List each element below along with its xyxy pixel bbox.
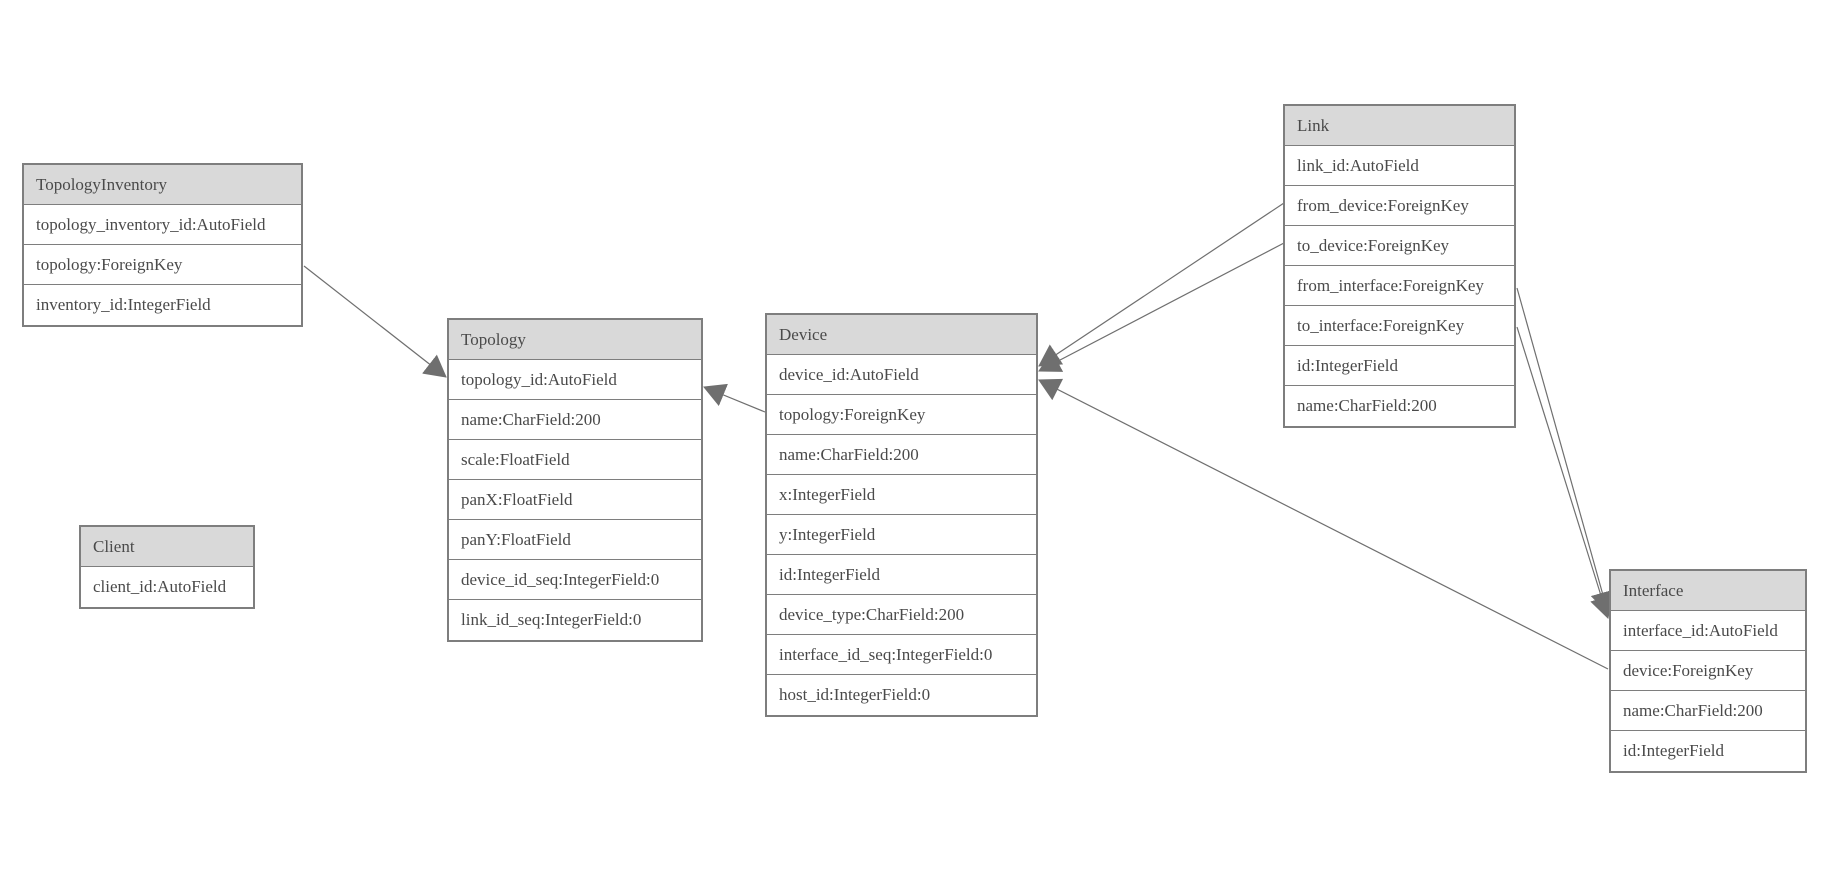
table-header: Link xyxy=(1285,106,1514,146)
edge-link-from_device-to-device xyxy=(1038,202,1285,367)
table-row: device_id:AutoField xyxy=(767,355,1036,395)
table-row: name:CharField:200 xyxy=(449,400,701,440)
table-row: panY:FloatField xyxy=(449,520,701,560)
edge-topologyinventory-topology-to-topology xyxy=(303,265,447,378)
table-row: device_type:CharField:200 xyxy=(767,595,1036,635)
table-row: client_id:AutoField xyxy=(81,567,253,607)
table-row: name:CharField:200 xyxy=(1285,386,1514,426)
table-row: x:IntegerField xyxy=(767,475,1036,515)
table-row: interface_id:AutoField xyxy=(1611,611,1805,651)
table-row: link_id_seq:IntegerField:0 xyxy=(449,600,701,640)
table-row: topology:ForeignKey xyxy=(767,395,1036,435)
table-header: Device xyxy=(767,315,1036,355)
edge-link-to_device-to-device xyxy=(1038,242,1285,372)
table-row: topology_inventory_id:AutoField xyxy=(24,205,301,245)
table-header: Interface xyxy=(1611,571,1805,611)
table-row: topology_id:AutoField xyxy=(449,360,701,400)
table-row: interface_id_seq:IntegerField:0 xyxy=(767,635,1036,675)
table-row: scale:FloatField xyxy=(449,440,701,480)
edge-link-to_interface-to-interface xyxy=(1516,326,1614,619)
table-row: name:CharField:200 xyxy=(767,435,1036,475)
table-row: to_interface:ForeignKey xyxy=(1285,306,1514,346)
table-row: id:IntegerField xyxy=(1285,346,1514,386)
edge-device-topology-to-topology xyxy=(703,383,766,413)
table-row: panX:FloatField xyxy=(449,480,701,520)
edge-interface-device-to-device xyxy=(1038,378,1609,670)
table-row: from_device:ForeignKey xyxy=(1285,186,1514,226)
table-row: topology:ForeignKey xyxy=(24,245,301,285)
table-row: id:IntegerField xyxy=(1611,731,1805,771)
table-header: Topology xyxy=(449,320,701,360)
table-row: device_id_seq:IntegerField:0 xyxy=(449,560,701,600)
table-row: inventory_id:IntegerField xyxy=(24,285,301,325)
table-row: device:ForeignKey xyxy=(1611,651,1805,691)
table-row: y:IntegerField xyxy=(767,515,1036,555)
table-header: TopologyInventory xyxy=(24,165,301,205)
table-row: id:IntegerField xyxy=(767,555,1036,595)
table-row: host_id:IntegerField:0 xyxy=(767,675,1036,715)
table-row: to_device:ForeignKey xyxy=(1285,226,1514,266)
table-row: name:CharField:200 xyxy=(1611,691,1805,731)
table-row: link_id:AutoField xyxy=(1285,146,1514,186)
table-row: from_interface:ForeignKey xyxy=(1285,266,1514,306)
edge-link-from_interface-to-interface xyxy=(1516,287,1614,614)
table-header: Client xyxy=(81,527,253,567)
